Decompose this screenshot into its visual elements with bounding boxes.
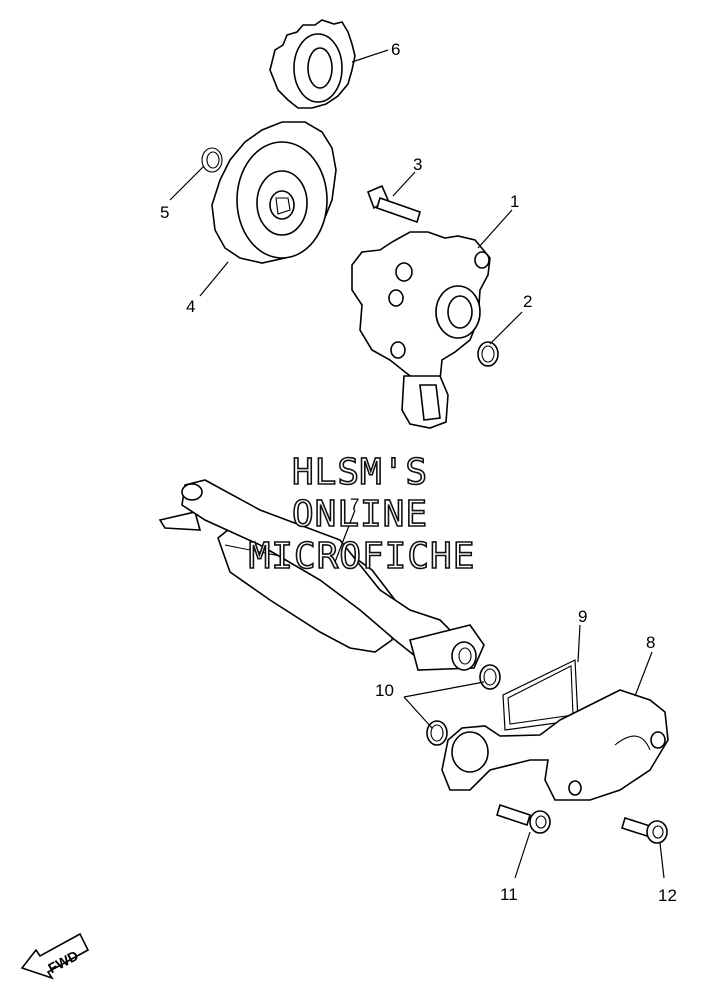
part-10-o-rings: [426, 664, 501, 746]
fwd-arrow-icon: FWD: [20, 932, 90, 980]
part-2-o-ring: [477, 341, 499, 367]
part-3-bolt: [366, 184, 421, 224]
part-12-bolt: [621, 816, 668, 844]
watermark: HLSM'S ONLINE MICROFICHE: [248, 451, 476, 578]
part-8-cover: [441, 689, 669, 801]
part-5-circlip: [201, 147, 223, 173]
callout-3: 3: [413, 155, 422, 174]
watermark-line-3: MICROFICHE: [249, 536, 476, 577]
part-11-bolt: [496, 803, 551, 834]
callout-10: 10: [375, 681, 394, 700]
part-7-oil-strainer: [158, 479, 485, 671]
watermark-line-1: HLSM'S: [292, 452, 428, 493]
callout-4: 4: [186, 297, 195, 316]
callout-11: 11: [500, 885, 518, 904]
leader-lines: [169, 49, 665, 879]
part-1-oil-pump: [351, 231, 491, 429]
watermark-line-2: ONLINE: [292, 494, 428, 535]
callout-7: 7: [350, 495, 359, 514]
callout-1: 1: [510, 192, 519, 211]
part-4-large-gear: [211, 121, 337, 264]
part-6-small-gear: [269, 19, 356, 109]
callout-6: 6: [391, 40, 400, 59]
callout-5: 5: [160, 203, 169, 222]
callout-9: 9: [578, 607, 587, 626]
callout-8: 8: [646, 633, 655, 652]
callout-2: 2: [523, 292, 532, 311]
callout-12: 12: [658, 886, 677, 905]
